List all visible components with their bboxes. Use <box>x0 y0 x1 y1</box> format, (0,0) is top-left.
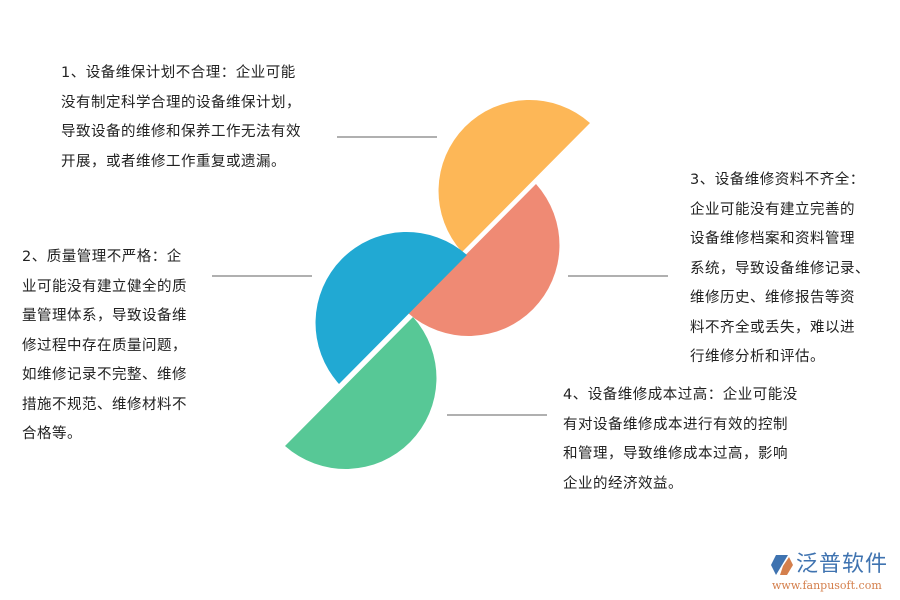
item-2-line: 措施不规范、维修材料不 <box>22 396 187 413</box>
item-2-text: 2、质量管理不严格：企 业可能没有建立健全的质 量管理体系，导致设备维 修过程中… <box>22 243 187 450</box>
item-3-line: 料不齐全或丢失，难以进 <box>690 319 855 336</box>
item-4-line: 和管理，导致维修成本过高，影响 <box>563 446 788 462</box>
item-1-text: 1、设备维保计划不合理：企业可能 没有制定科学合理的设备维保计划， 导致设备的维… <box>61 59 301 177</box>
item-3-text: 3、设备维修资料不齐全： 企业可能没有建立完善的 设备维修档案和资料管理 系统，… <box>690 166 870 373</box>
item-1-line: 导致设备的维修和保养工作无法有效 <box>61 124 301 140</box>
logo-name: 泛普软件 <box>796 552 889 577</box>
item-2-line: 量管理体系，导致设备维 <box>22 308 187 324</box>
fanpu-logo: 泛普软件 www.fanpusoft.com <box>768 550 896 596</box>
item-2-line: 修过程中存在质量问题， <box>22 337 187 354</box>
item-2-line: 2、质量管理不严格：企 <box>22 249 182 265</box>
item-2-line: 合格等。 <box>22 426 82 442</box>
item-1-line: 开展，或者维修工作重复或遗漏。 <box>61 153 286 170</box>
item-4-line: 企业的经济效益。 <box>563 475 683 492</box>
semicircle-blue <box>315 232 467 384</box>
item-3-line: 系统，导致设备维修记录、 <box>690 260 870 277</box>
semicircle-orange <box>438 100 590 253</box>
semicircle-salmon <box>408 184 560 336</box>
item-1-line: 1、设备维保计划不合理：企业可能 <box>61 65 296 81</box>
semicircle-green <box>285 317 437 469</box>
item-3-line: 3、设备维修资料不齐全： <box>690 172 865 188</box>
item-4-line: 4、设备维修成本过高：企业可能没 <box>563 387 798 403</box>
item-1-line: 没有制定科学合理的设备维保计划， <box>61 94 301 111</box>
item-3-line: 行维修分析和评估。 <box>690 349 825 365</box>
item-2-line: 业可能没有建立健全的质 <box>22 278 187 295</box>
item-3-line: 维修历史、维修报告等资 <box>690 290 855 306</box>
item-3-line: 设备维修档案和资料管理 <box>690 231 855 247</box>
item-2-line: 如维修记录不完整、维修 <box>22 367 187 383</box>
logo-url: www.fanpusoft.com <box>772 579 882 592</box>
item-4-line: 有对设备维修成本进行有效的控制 <box>563 416 788 433</box>
item-4-text: 4、设备维修成本过高：企业可能没 有对设备维修成本进行有效的控制 和管理，导致维… <box>563 381 798 499</box>
item-3-line: 企业可能没有建立完善的 <box>690 201 855 218</box>
fanpu-logo-icon <box>771 555 793 575</box>
